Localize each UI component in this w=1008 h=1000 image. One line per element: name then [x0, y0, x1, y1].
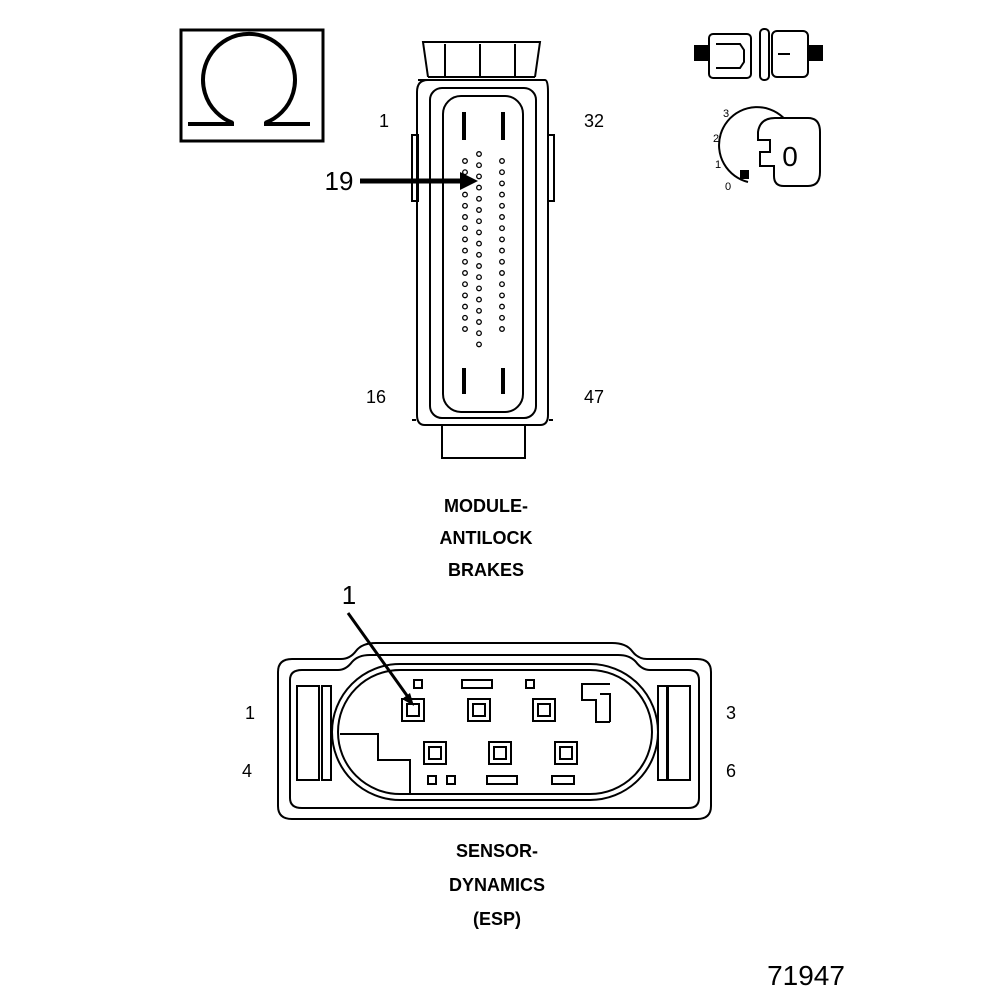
pin-dot	[476, 195, 482, 202]
pin-dot	[476, 162, 482, 169]
pin-dot	[499, 270, 505, 276]
esp-pin-cavity	[532, 698, 556, 722]
pin-label-32: 32	[584, 111, 604, 131]
pin-dot	[499, 281, 505, 288]
pin-dot	[499, 191, 505, 198]
esp-pin-label-3: 3	[726, 703, 736, 723]
esp-pin-cavity	[401, 698, 425, 722]
esp-pin-terminal	[559, 746, 573, 760]
pin-dot	[462, 214, 468, 220]
pin-dot	[499, 314, 505, 321]
title-line-2: ANTILOCK	[440, 528, 533, 548]
pin-dot	[476, 184, 482, 191]
pin-label-16: 16	[366, 387, 386, 407]
pin-dot	[499, 225, 505, 232]
pin-dot	[476, 207, 482, 213]
pin-1-callout-leader	[346, 612, 414, 706]
pin-callout-1: 1	[342, 580, 356, 610]
pin-dot	[476, 173, 482, 180]
esp-pin-terminal	[406, 703, 420, 717]
pin-dot	[462, 270, 468, 276]
pin-dot	[476, 218, 482, 225]
pin-dot	[476, 229, 482, 236]
pin-column-middle	[476, 151, 482, 348]
connector-keyways	[340, 679, 611, 794]
esp-pin-cavity	[554, 741, 578, 765]
pin-dot	[462, 202, 468, 209]
pin-column-left	[462, 158, 468, 332]
pin-dot	[476, 296, 482, 303]
pin-dot	[499, 326, 505, 332]
pin-dot	[499, 247, 505, 254]
pin-dot	[499, 236, 505, 243]
key-tick-0: 0	[725, 181, 731, 193]
figure-number: 71947	[767, 960, 845, 991]
pin-dot	[462, 314, 468, 321]
ohm-meter-icon	[179, 28, 325, 143]
pin-dot	[462, 326, 468, 332]
pin-dot	[462, 225, 468, 232]
esp-title-line-3: (ESP)	[473, 909, 521, 929]
esp-pin-terminal	[493, 746, 507, 760]
pin-dot	[499, 214, 505, 220]
esp-pin-terminal	[472, 703, 486, 717]
abs-module-connector: 1 32 16 47 19 MODULE- ANTILOCK BRAKES	[325, 41, 604, 580]
pin-dot	[499, 303, 505, 310]
disconnected-connector-icon	[694, 28, 823, 81]
pin-dot	[499, 158, 505, 164]
pin-dot	[462, 281, 468, 288]
pin-dot	[462, 191, 468, 198]
pin-dot	[462, 236, 468, 243]
pin-dot	[476, 251, 482, 258]
esp-sensor-connector: 1 1 3 4 6 SENSOR- DYNAMICS (ESP)	[242, 580, 736, 929]
pin-column-right	[499, 158, 505, 332]
pin-dot	[462, 303, 468, 310]
esp-pin-cavity	[423, 741, 447, 765]
pin-callout-19: 19	[325, 166, 354, 196]
esp-title-line-1: SENSOR-	[456, 841, 538, 861]
pin-dot	[462, 247, 468, 254]
pin-label-47: 47	[584, 387, 604, 407]
key-position-marker	[740, 170, 749, 179]
pin-dot	[476, 319, 482, 325]
pin-dot	[499, 258, 505, 265]
pin-dot	[499, 292, 505, 299]
pin-dot	[476, 341, 482, 348]
esp-pin-cavity	[467, 698, 491, 722]
key-tick-1: 1	[715, 159, 721, 171]
key-position-value: 0	[782, 141, 798, 172]
pin-dot	[499, 180, 505, 187]
pin-dot	[499, 202, 505, 209]
pin-dot	[476, 330, 482, 337]
pin-dot	[476, 285, 482, 292]
pin-dot	[462, 158, 468, 164]
connector-keys	[462, 112, 505, 394]
esp-pin-cavities	[401, 698, 578, 765]
esp-pin-label-1: 1	[245, 703, 255, 723]
pin-dot	[499, 169, 505, 176]
key-tick-3: 3	[723, 108, 729, 120]
esp-title-line-2: DYNAMICS	[449, 875, 545, 895]
pin-dot	[462, 292, 468, 299]
key-tick-2: 2	[713, 133, 719, 145]
pin-dot	[462, 258, 468, 265]
pin-dot	[476, 307, 482, 314]
ignition-key-icon: 0 3 2 1 0	[713, 106, 821, 193]
esp-pin-label-4: 4	[242, 761, 252, 781]
title-line-3: BRAKES	[448, 560, 524, 580]
pin-label-1: 1	[379, 111, 389, 131]
connector-body	[411, 41, 555, 459]
title-line-1: MODULE-	[444, 496, 528, 516]
esp-pin-terminal	[537, 703, 551, 717]
pin-dot	[476, 274, 482, 281]
pin-dot	[476, 263, 482, 269]
esp-pin-terminal	[428, 746, 442, 760]
pin-19-callout-arrow	[360, 172, 478, 190]
pin-dot	[476, 151, 482, 157]
pin-dot	[476, 240, 482, 247]
esp-pin-label-6: 6	[726, 761, 736, 781]
esp-pin-cavity	[488, 741, 512, 765]
